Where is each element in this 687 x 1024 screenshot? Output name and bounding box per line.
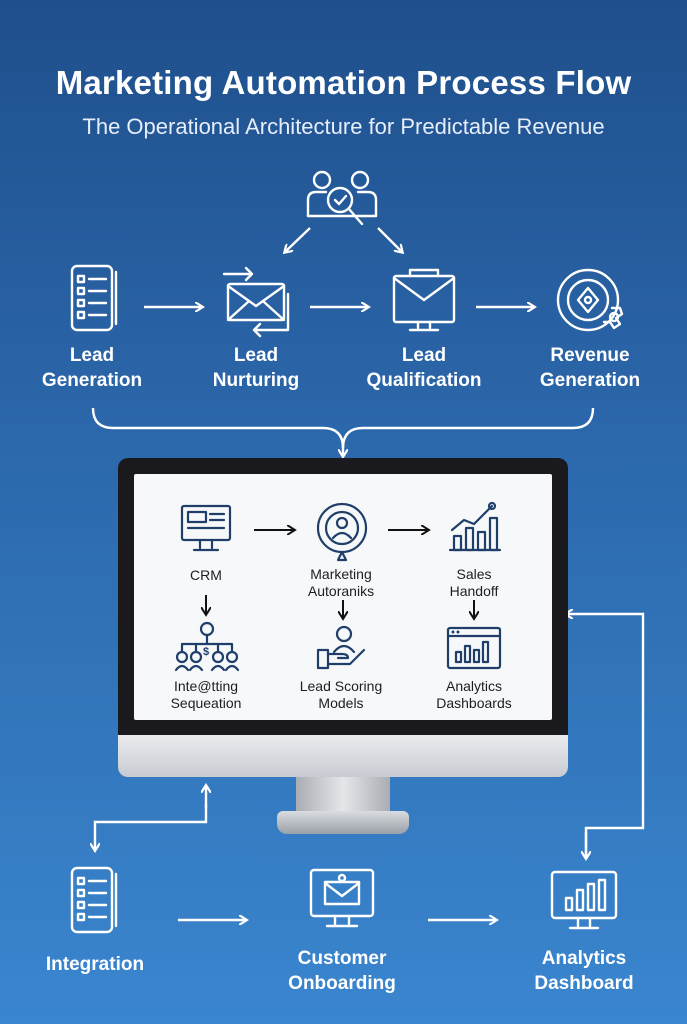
org-hierarchy-icon: $ (174, 621, 240, 672)
crm-monitor-icon (180, 504, 232, 552)
monitor-stand-base (277, 811, 409, 834)
stage-lead-generation: Lead Generation (17, 343, 167, 393)
stage-label-line1: Lead (233, 345, 279, 366)
stage-label-line2: Generation (41, 370, 143, 391)
monitor-stand-neck (296, 777, 390, 813)
envelope-monitor-icon (392, 268, 456, 332)
page-subtitle: The Operational Architecture for Predict… (82, 114, 605, 139)
stage-label-line2: Generation (539, 370, 641, 391)
page-title: Marketing Automation Process Flow (55, 64, 632, 101)
monitor-chin (118, 735, 568, 777)
team-search-icon (306, 170, 378, 226)
target-gear-icon (556, 268, 624, 332)
bottom-item-integration: Integration (10, 952, 180, 977)
checklist-icon (70, 866, 118, 934)
target-user-icon (316, 502, 368, 562)
screen-item-integrating-sequences: Inte@tting Sequeation (146, 678, 266, 712)
screen-item-label-line1: Inte@tting (173, 678, 239, 694)
arrow-top-right (377, 227, 402, 252)
stage-label-line1: Revenue (550, 345, 630, 366)
screen-item-label-line1: Analytics (445, 678, 503, 694)
svg-text:$: $ (203, 646, 209, 658)
screen-item-label-line2: Sequeation (170, 695, 242, 711)
bottom-item-label-line1: Integration (45, 954, 145, 975)
bottom-item-label-line2: Onboarding (288, 973, 396, 994)
envelope-cycle-icon (222, 266, 290, 338)
stage-label-line1: Lead (69, 345, 115, 366)
screen-item-label-line2: Autoraniks (307, 583, 375, 599)
screen-item-label-line1: Sales (456, 566, 492, 582)
stage-label-line2: Nurturing (212, 370, 300, 391)
hand-user-icon (316, 625, 366, 670)
stage-lead-nurturing: Lead Nurturing (181, 343, 331, 393)
bottom-item-analytics-dashboard: Analytics Dashboard (499, 946, 669, 996)
growth-chart-icon (448, 501, 502, 552)
screen-item-sales-handoff: Sales Handoff (414, 566, 534, 600)
stage-lead-qualification: Lead Qualification (349, 343, 499, 393)
bottom-item-label-line1: Analytics (541, 948, 627, 969)
stage-revenue-generation: Revenue Generation (515, 343, 665, 393)
screen-item-crm: CRM (146, 567, 266, 584)
screen-item-label-line2: Models (318, 695, 364, 711)
screen-item-label-line2: Handoff (449, 583, 499, 599)
checklist-icon (70, 264, 118, 332)
screen-item-analytics-dashboards: Analytics Dashboards (414, 678, 534, 712)
screen-item-label-line1: Marketing (310, 566, 372, 582)
screen-item-lead-scoring: Lead Scoring Models (281, 678, 401, 712)
bottom-item-customer-onboarding: Customer Onboarding (257, 946, 427, 996)
dashboard-window-icon (446, 626, 502, 670)
screen-item-label-line1: CRM (190, 567, 222, 583)
email-monitor-icon (309, 868, 375, 928)
bottom-item-label-line2: Dashboard (534, 973, 634, 994)
screen-item-label-line1: Lead Scoring (299, 678, 383, 694)
stage-label-line1: Lead (401, 345, 447, 366)
arrow-left-loop (95, 804, 208, 850)
screen-item-label-line2: Dashboards (436, 695, 512, 711)
arrow-top-left (285, 227, 311, 252)
stage-label-line2: Qualification (366, 370, 482, 391)
bottom-item-label-line1: Customer (297, 948, 387, 969)
screen-item-marketing-automation: Marketing Autoraniks (281, 566, 401, 600)
bar-chart-monitor-icon (550, 870, 618, 930)
